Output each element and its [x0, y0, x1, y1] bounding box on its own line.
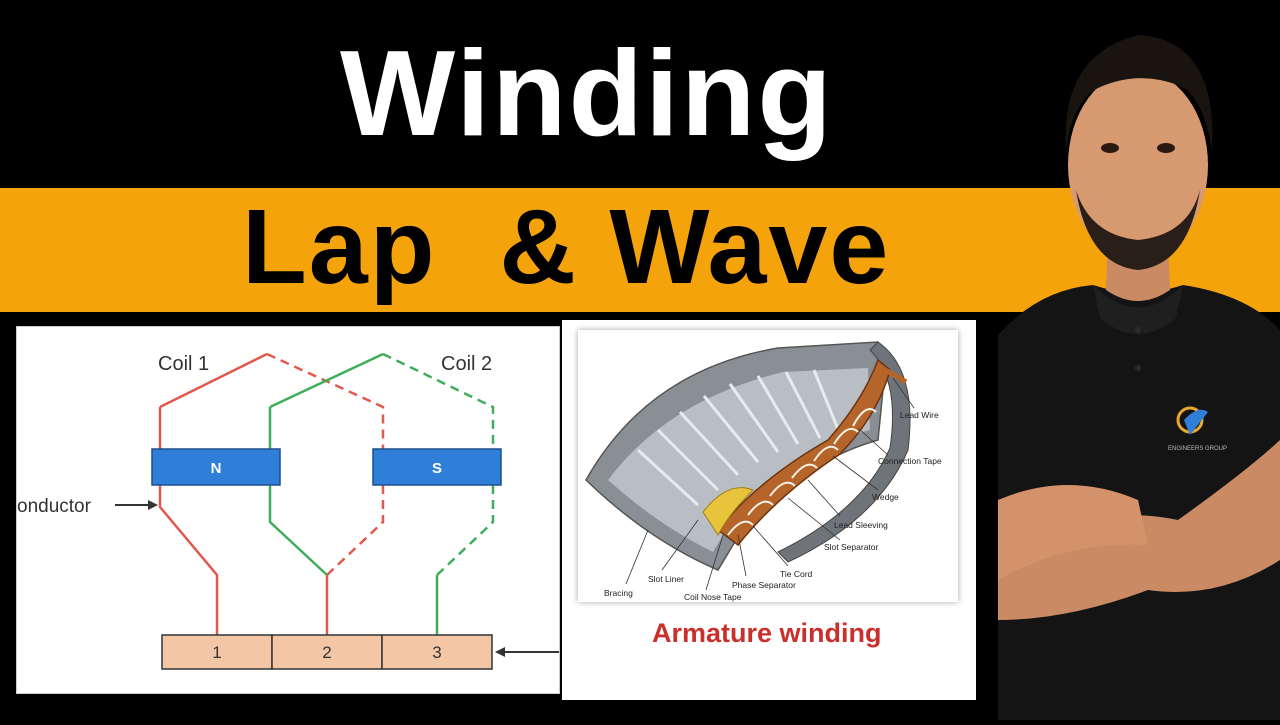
brand-logo: ENGINEERS GROUP — [1168, 406, 1227, 452]
armature-panel: Lead Wire Connection Tape Wedge Lead Sle… — [562, 320, 976, 700]
label-slot-separator: Slot Separator — [824, 542, 879, 552]
lead-wires — [876, 363, 908, 385]
coil2-lower-dashed — [436, 485, 495, 576]
segment-2 — [271, 634, 383, 670]
conductor-arrowhead — [148, 500, 158, 510]
pole-s — [372, 448, 502, 486]
page-subtitle: Lap & Wave — [242, 188, 891, 306]
commutator-arrowhead — [495, 647, 505, 657]
coil2-left-side — [268, 407, 328, 576]
presenter-hair — [1065, 35, 1213, 150]
coil2-label: Coil 2 — [441, 353, 492, 375]
slots — [636, 369, 842, 507]
pole-s-label: S — [432, 460, 442, 477]
label-lead-wire: Lead Wire — [900, 410, 939, 420]
segment-3-label: 3 — [432, 643, 441, 662]
presenter-eye-right — [1157, 143, 1175, 153]
lap-winding-svg: N S Coil 1 Coil 2 onductor 1 2 3 — [17, 352, 559, 670]
lap-winding-diagram: N S Coil 1 Coil 2 onductor 1 2 3 — [16, 326, 560, 694]
label-tie-cord: Tie Cord — [780, 569, 813, 579]
label-connection-tape: Connection Tape — [878, 456, 942, 466]
armature-caption: Armature winding — [652, 618, 882, 648]
brand-logo-text: ENGINEERS GROUP — [1168, 446, 1227, 452]
label-phase-separator: Phase Separator — [732, 580, 796, 590]
segment-2-label: 2 — [322, 643, 331, 662]
shirt-button-2 — [1135, 365, 1141, 371]
segment-1-label: 1 — [212, 643, 221, 662]
tie-cords — [727, 408, 877, 536]
coil2-top-dashed — [382, 352, 495, 449]
presenter-svg: ENGINEERS GROUP — [998, 0, 1280, 720]
page-title: Winding — [340, 25, 834, 161]
coil1-lower-left — [158, 485, 219, 635]
label-slot-liner: Slot Liner — [648, 574, 684, 584]
stator-ring — [777, 341, 911, 563]
stator-inner — [608, 368, 870, 552]
label-wedge: Wedge — [872, 492, 899, 502]
armature-svg: Lead Wire Connection Tape Wedge Lead Sle… — [585, 341, 942, 602]
coil1-top-dashed — [266, 352, 385, 449]
segment-1 — [161, 634, 273, 670]
leader-lines — [625, 377, 915, 591]
conductor-label: onductor — [17, 496, 92, 517]
presenter-forearm — [998, 485, 1148, 580]
presenter-collar — [1093, 285, 1183, 334]
label-bracing: Bracing — [604, 588, 633, 598]
presenter-photo: ENGINEERS GROUP — [998, 0, 1280, 720]
coil1-label: Coil 1 — [158, 353, 209, 375]
label-coil-nose-tape: Coil Nose Tape — [684, 592, 742, 602]
label-lead-sleeving: Lead Sleeving — [834, 520, 888, 530]
presenter-head — [1068, 70, 1208, 260]
coil2-top — [269, 352, 384, 409]
coil1-lower-dashed — [326, 485, 385, 576]
presenter-eye-left — [1101, 143, 1119, 153]
armature-illustration: Lead Wire Connection Tape Wedge Lead Sle… — [578, 330, 958, 602]
phase-separator — [702, 487, 754, 537]
pole-n — [151, 448, 281, 486]
shirt-button-1 — [1135, 327, 1141, 333]
presenter-beard — [1076, 190, 1200, 270]
pole-n-label: N — [211, 460, 222, 477]
segment-3 — [381, 634, 493, 670]
coil1-left-lead — [159, 352, 268, 409]
